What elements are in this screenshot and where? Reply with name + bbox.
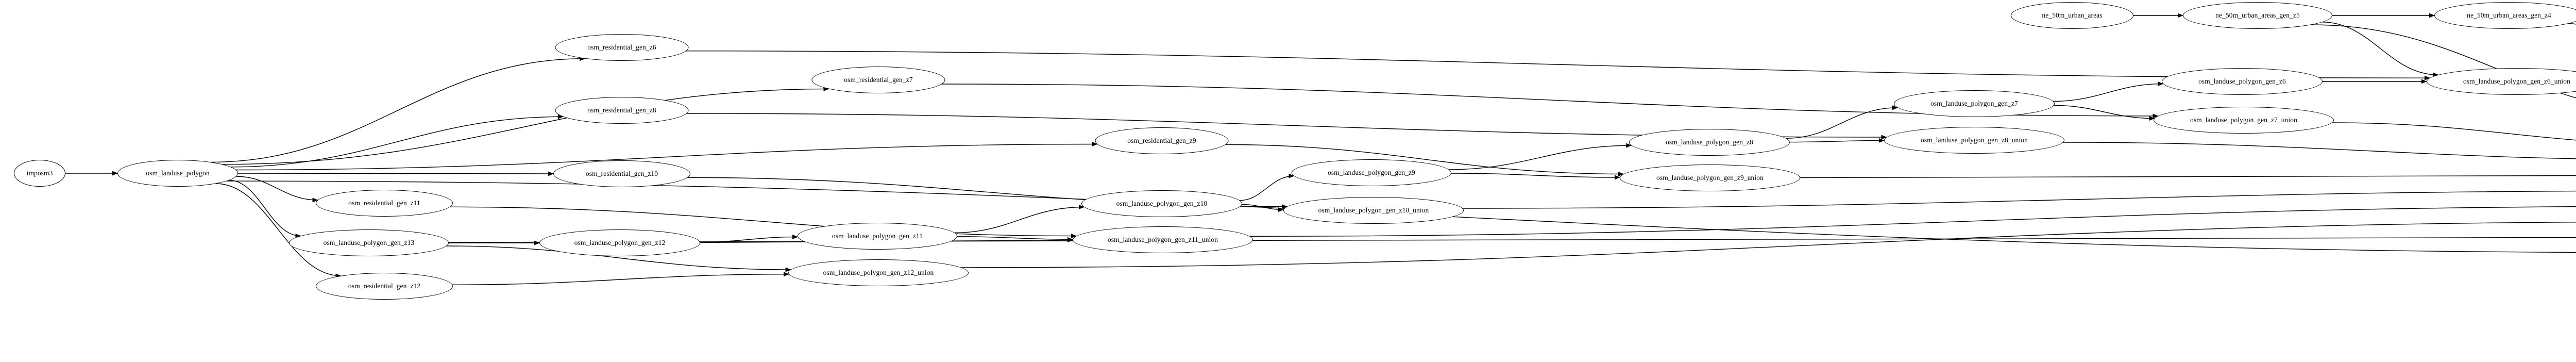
graph-node-label: osm_landuse_polygon_gen_z7_union (2190, 116, 2297, 124)
graph-edge (1462, 190, 2576, 209)
graph-node-label: osm_residential_gen_z9 (1127, 137, 1196, 145)
graph-node-imposm3[interactable]: imposm3 (14, 160, 65, 187)
graph-node-label: osm_residential_gen_z6 (587, 43, 656, 52)
graph-node-osm_residential_gen_z6[interactable]: osm_residential_gen_z6 (555, 34, 689, 61)
graph-node-label: osm_landuse_polygon_gen_z12_union (823, 269, 934, 277)
graph-edge (1786, 105, 1898, 139)
graph-node-osm_landuse_polygon_gen_z8[interactable]: osm_landuse_polygon_gen_z8 (1629, 129, 1790, 156)
graph-edge (449, 206, 1077, 239)
graph-node-osm_residential_gen_z8[interactable]: osm_residential_gen_z8 (555, 97, 689, 124)
graph-edge (961, 221, 2576, 268)
graph-edge (686, 51, 2431, 80)
graph-edge (1225, 144, 1624, 176)
graph-edge (2331, 122, 2576, 141)
graph-node-osm_landuse_polygon_gen_z10[interactable]: osm_landuse_polygon_gen_z10 (1081, 190, 1242, 217)
graph-edge (2322, 22, 2439, 77)
graph-edge (222, 86, 829, 165)
graph-node-label: osm_landuse_polygon (146, 169, 210, 177)
graph-edge (446, 245, 791, 272)
graph-edge (236, 176, 318, 203)
graph-node-osm_landuse_polygon_gen_z7_union[interactable]: osm_landuse_polygon_gen_z7_union (2154, 107, 2334, 134)
graph-edge (957, 236, 1073, 242)
graph-node-osm_landuse_polygon_gen_z12[interactable]: osm_landuse_polygon_gen_z12 (539, 229, 700, 256)
graph-node-osm_landuse_polygon_gen_z6_union[interactable]: osm_landuse_polygon_gen_z6_union (2427, 68, 2576, 95)
graph-node-label: osm_landuse_polygon_gen_z10_union (1318, 206, 1429, 215)
graph-edge (1451, 173, 1620, 180)
graph-edge (699, 234, 799, 243)
graph-node-osm_landuse_polygon_gen_z10_union[interactable]: osm_landuse_polygon_gen_z10_union (1283, 197, 1464, 224)
graph-node-osm_landuse_polygon_gen_z12_union[interactable]: osm_landuse_polygon_gen_z12_union (788, 259, 969, 286)
graph-edge (235, 142, 1098, 171)
graph-node-label: osm_landuse_polygon_gen_z11 (832, 232, 923, 240)
graph-node-label: osm_landuse_polygon_gen_z6 (2198, 77, 2286, 86)
graph-edge (1448, 143, 1632, 170)
graph-edge (229, 179, 301, 238)
graph-node-osm_residential_gen_z7[interactable]: osm_residential_gen_z7 (811, 67, 945, 93)
graph-edge (2053, 81, 2164, 102)
graph-edge (226, 180, 2576, 253)
graph-node-ne_50m_urban_areas_gen_z5[interactable]: ne_50m_urban_areas_gen_z5 (2183, 2, 2332, 29)
graph-node-label: ne_50m_urban_areas_gen_z5 (2215, 11, 2300, 20)
graph-node-label: osm_residential_gen_z12 (348, 282, 421, 290)
graph-node-ne_50m_urban_areas_gen_z4[interactable]: ne_50m_urban_areas_gen_z4 (2434, 2, 2576, 29)
graph-node-label: osm_landuse_polygon_gen_z9_union (1656, 174, 1764, 182)
graph-node-osm_landuse_polygon_gen_z9[interactable]: osm_landuse_polygon_gen_z9 (1292, 159, 1451, 186)
graph-edge (2063, 142, 2576, 159)
graph-node-osm_residential_gen_z12[interactable]: osm_residential_gen_z12 (316, 273, 453, 300)
graph-node-osm_landuse_polygon_gen_z11_union[interactable]: osm_landuse_polygon_gen_z11_union (1073, 226, 1253, 253)
graph-node-osm_landuse_polygon_gen_z11[interactable]: osm_landuse_polygon_gen_z11 (798, 223, 957, 250)
graph-node-label: osm_landuse_polygon_gen_z8_union (1921, 136, 2028, 144)
graph-edge (211, 56, 586, 163)
graph-node-label: osm_landuse_polygon_gen_z13 (323, 239, 415, 247)
graph-node-osm_landuse_polygon_gen_z13[interactable]: osm_landuse_polygon_gen_z13 (289, 229, 449, 256)
graph-edge (238, 171, 554, 176)
graph-node-osm_landuse_polygon_gen_z8_union[interactable]: osm_landuse_polygon_gen_z8_union (1884, 127, 2064, 154)
graph-node-label: osm_landuse_polygon_gen_z10 (1116, 200, 1208, 208)
graph-edge (1249, 206, 2576, 237)
graph-edge (230, 114, 564, 168)
graph-node-label: osm_landuse_polygon_gen_z7 (1930, 100, 2018, 108)
graph-node-osm_residential_gen_z11[interactable]: osm_residential_gen_z11 (316, 190, 453, 217)
graph-node-label: osm_landuse_polygon_gen_z8 (1666, 138, 1753, 146)
graph-node-label: osm_landuse_polygon_gen_z9 (1328, 169, 1415, 177)
graph-node-label: osm_residential_gen_z11 (348, 199, 420, 207)
graph-edge (1241, 204, 1284, 212)
graph-node-label: osm_residential_gen_z7 (844, 76, 913, 84)
graph-node-ne_50m_urban_areas[interactable]: ne_50m_urban_areas (2011, 2, 2133, 29)
graph-node-osm_landuse_polygon[interactable]: osm_landuse_polygon (117, 160, 238, 187)
graph-edge (1789, 138, 1885, 143)
graph-edge (452, 272, 789, 285)
graph-edge (1800, 175, 2576, 178)
graph-node-label: ne_50m_urban_areas_gen_z4 (2467, 11, 2551, 20)
graph-node-osm_residential_gen_z9[interactable]: osm_residential_gen_z9 (1095, 127, 1229, 154)
graph-edge (215, 183, 342, 278)
graph-node-label: osm_landuse_polygon_gen_z11_union (1107, 236, 1218, 244)
graph-node-label: osm_residential_gen_z10 (585, 170, 658, 178)
graph-node-osm_landuse_polygon_gen_z7[interactable]: osm_landuse_polygon_gen_z7 (1894, 90, 2055, 117)
graph-node-label: osm_residential_gen_z8 (587, 106, 656, 114)
graph-edge (954, 205, 1084, 234)
graph-node-osm_landuse_polygon_gen_z6[interactable]: osm_landuse_polygon_gen_z6 (2162, 68, 2323, 95)
graph-node-label: osm_landuse_polygon_gen_z6_union (2463, 77, 2570, 86)
graph-node-osm_landuse_polygon_gen_z9_union[interactable]: osm_landuse_polygon_gen_z9_union (1620, 164, 1800, 191)
graph-edge (1239, 173, 1295, 201)
graph-node-label: imposm3 (26, 169, 53, 177)
graph-node-label: osm_landuse_polygon_gen_z12 (574, 239, 666, 247)
graph-edge (2053, 105, 2155, 121)
graph-node-osm_residential_gen_z10[interactable]: osm_residential_gen_z10 (553, 160, 690, 187)
graph-node-label: ne_50m_urban_areas (2042, 11, 2103, 20)
